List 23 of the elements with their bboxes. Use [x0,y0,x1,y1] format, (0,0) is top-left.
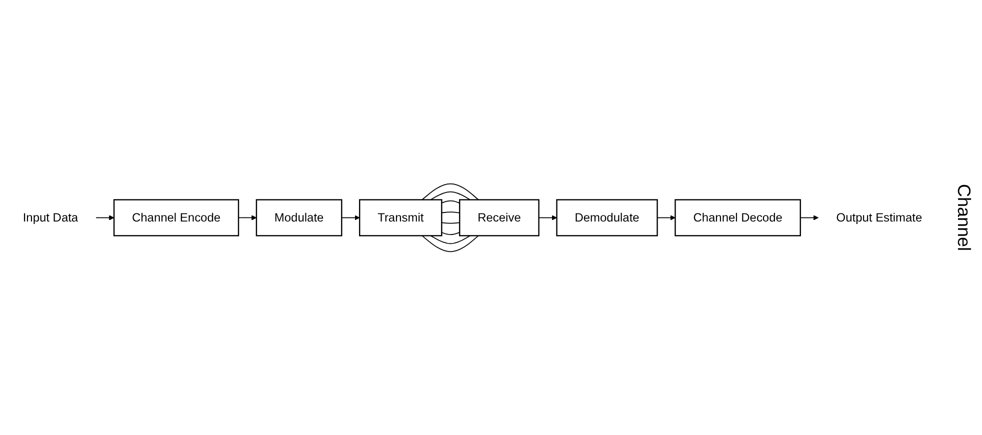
node-box: Transmit [359,198,442,236]
channel-label: Channel [953,184,974,252]
node-box: Channel Encode [113,198,240,236]
node-text: Input Data [22,210,78,224]
connector [441,211,460,214]
connector [430,191,471,200]
node-text: Output Estimate [836,210,922,224]
node-box: Modulate [256,198,342,236]
connector [441,222,460,224]
connector [441,232,460,235]
connector [422,183,479,200]
connector [430,235,471,244]
arrow [538,214,558,220]
connector [422,235,479,252]
node-box: Receive [459,198,540,236]
node-box: Demodulate [556,198,658,236]
connector [441,200,460,204]
arrow [341,214,360,220]
arrow [656,214,676,220]
arrow [238,214,257,220]
arrow [800,214,819,220]
arrow [96,214,114,220]
node-box: Channel Decode [674,198,801,236]
